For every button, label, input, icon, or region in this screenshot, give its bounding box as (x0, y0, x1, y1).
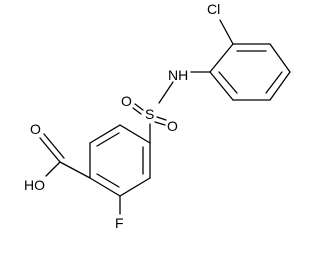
sulfonyl-double-bond-bottom (154, 121, 166, 126)
carbonyl-oxygen-label: O (30, 121, 41, 137)
structure-canvas: Cl NH S O O O HO F (24, 1, 291, 231)
sulfonyl-double-bond-left (134, 103, 144, 111)
hydroxyl-label: HO (24, 177, 45, 193)
fluorine-label: F (115, 215, 124, 231)
ring2-inner-bond (265, 71, 283, 94)
ring2-inner-bond (218, 71, 238, 94)
carbonyl-double-bond (43, 133, 65, 159)
oxygen-bottom-label: O (167, 118, 178, 134)
oxygen-left-label: O (121, 93, 132, 109)
bonds (39, 19, 291, 215)
ring2-bond (209, 71, 234, 101)
carbon-chlorine-bond (219, 19, 234, 45)
ring2-bond (269, 71, 291, 101)
molecule-drawing: Cl NH S O O O HO F (24, 1, 291, 231)
carbonyl-double-bond (39, 137, 61, 163)
ring1-bond (119, 124, 151, 144)
chlorine-label: Cl (207, 1, 220, 17)
ring1-bond (119, 177, 151, 197)
ring1-bond (89, 124, 121, 144)
sulfonyl-double-bond-left (132, 107, 142, 115)
atom-labels: Cl NH S O O O HO F (24, 1, 220, 231)
amine-label: NH (168, 67, 188, 83)
ring-carboxyl-bond (59, 161, 91, 179)
ring1-bond (89, 177, 121, 197)
ring1-inner-bond (96, 173, 120, 188)
ring1-inner-bond (96, 132, 120, 147)
ring2-bond (269, 43, 291, 73)
sulfur-label: S (145, 106, 154, 122)
sulfonyl-double-bond-bottom (156, 116, 167, 121)
sulfur-nitrogen-bond (158, 81, 174, 104)
carboxyl-hydroxyl-bond (45, 161, 61, 177)
ring2-bond (209, 43, 234, 73)
